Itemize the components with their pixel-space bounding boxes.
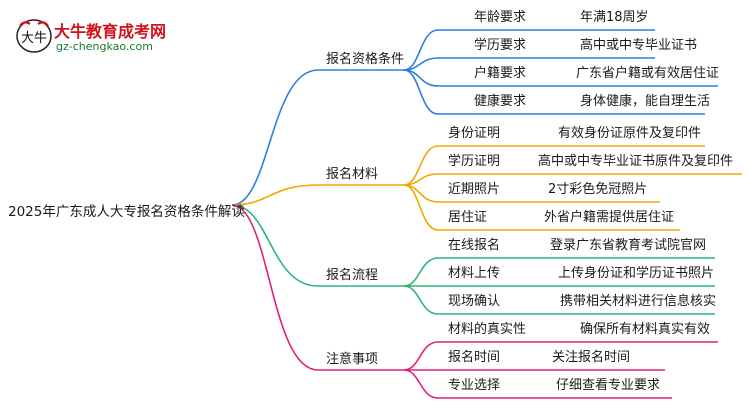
leaf-key: 学历证明 — [448, 154, 501, 169]
leaf-key: 年龄要求 — [474, 10, 527, 25]
leaf-value: 确保所有材料真实有效 — [580, 322, 711, 337]
leaf-value: 关注报名时间 — [552, 350, 631, 365]
leaf-key: 身份证明 — [448, 126, 501, 141]
branch-label-process: 报名流程 — [326, 268, 379, 283]
leaf-key: 户籍要求 — [474, 66, 527, 81]
branch-label-materials: 报名材料 — [326, 167, 379, 182]
connector-root-branch3 — [231, 204, 319, 287]
leaf-value: 高中或中专毕业证书原件及复印件 — [538, 154, 734, 169]
leaf-key: 近期照片 — [448, 182, 501, 197]
connector-root-branch4 — [231, 204, 319, 371]
svg-text:大牛: 大牛 — [21, 31, 47, 46]
logo-title: 大牛教育成考网 — [54, 22, 167, 41]
leaf-key: 在线报名 — [448, 238, 501, 253]
bull-logo-icon: 大牛 — [16, 19, 52, 53]
connector-root-branch2 — [231, 184, 319, 206]
mindmap-root: 2025年广东成人大专报名资格条件解读 — [8, 204, 245, 220]
leaf-value: 身体健康，能自理生活 — [580, 94, 711, 109]
leaf-key: 材料的真实性 — [448, 322, 527, 337]
leaf-value: 携带相关材料进行信息核实 — [560, 294, 717, 309]
connector-root-branch1 — [231, 69, 319, 206]
leaf-value: 广东省户籍或有效居住证 — [576, 66, 720, 81]
leaf-value: 年满18周岁 — [580, 10, 649, 25]
leaf-key: 专业选择 — [448, 378, 501, 393]
leaf-key: 学历要求 — [474, 38, 527, 53]
branch-label-notes: 注意事项 — [326, 352, 379, 367]
leaf-value: 外省户籍需提供居住证 — [544, 210, 675, 225]
branch-label-qualification: 报名资格条件 — [326, 52, 405, 67]
site-logo: 大牛 大牛教育成考网 gz-chengkao.com — [14, 16, 167, 58]
leaf-value: 2寸彩色免冠照片 — [548, 182, 648, 197]
leaf-key: 居住证 — [448, 210, 488, 225]
leaf-value: 上传身份证和学历证书照片 — [558, 266, 715, 281]
leaf-value: 高中或中专毕业证书 — [580, 38, 698, 53]
leaf-key: 材料上传 — [448, 266, 501, 281]
leaf-key: 现场确认 — [448, 294, 501, 309]
logo-url: gz-chengkao.com — [56, 40, 153, 53]
leaf-key: 健康要求 — [474, 94, 527, 109]
leaf-value: 有效身份证原件及复印件 — [558, 126, 702, 141]
leaf-key: 报名时间 — [448, 350, 501, 365]
leaf-value: 仔细查看专业要求 — [556, 378, 661, 393]
leaf-value: 登录广东省教育考试院官网 — [550, 238, 707, 253]
